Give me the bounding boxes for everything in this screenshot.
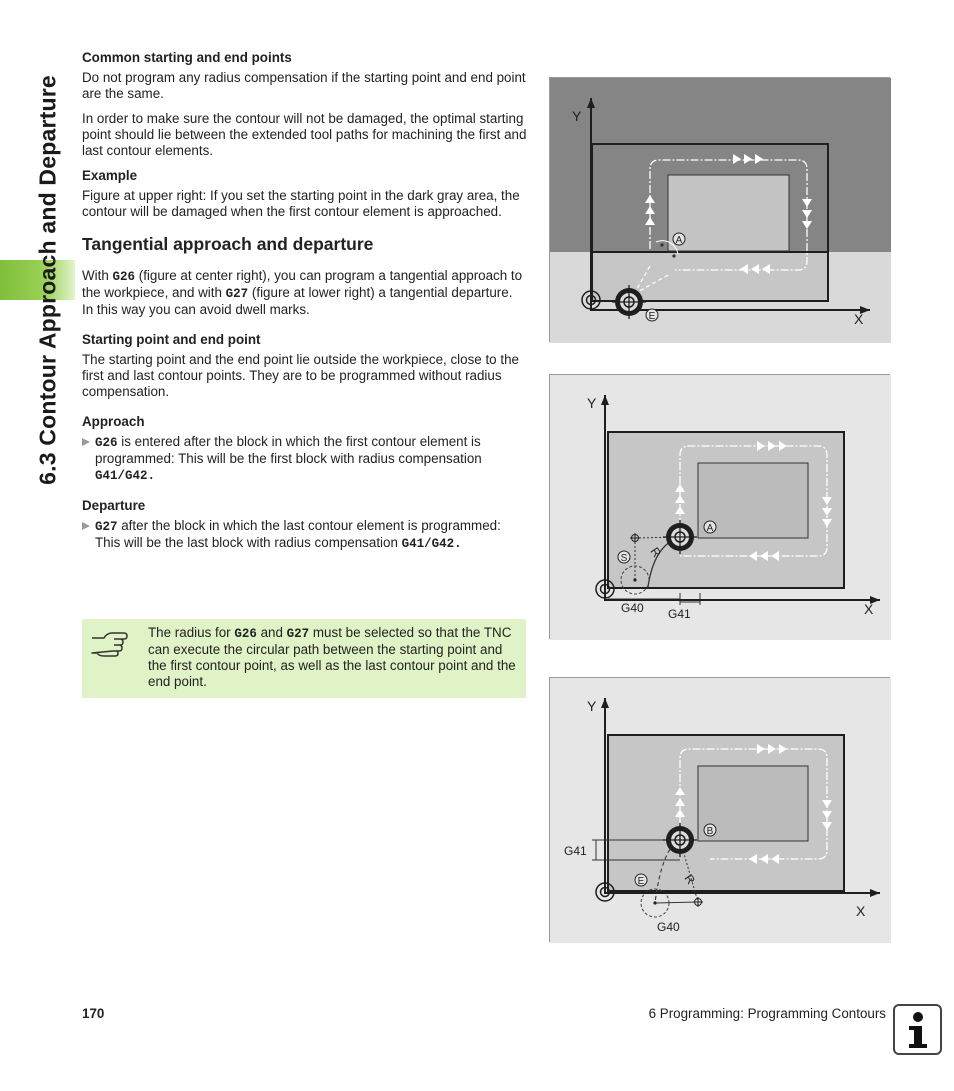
label-g40: G40 <box>657 920 680 934</box>
heading-tangential: Tangential approach and departure <box>82 234 374 254</box>
y-axis-label: Y <box>572 108 582 124</box>
bullet-triangle-icon <box>82 438 90 446</box>
main-text-column: Common starting and end points Do not pr… <box>82 50 527 561</box>
pointing-hand-icon <box>91 632 128 657</box>
figure-common-points: A E Y X <box>549 77 891 343</box>
paragraph-example: Figure at upper right: If you set the st… <box>82 188 520 219</box>
figure-tangential-approach: A S R G40 G41 Y X <box>549 374 891 640</box>
info-icon <box>893 1004 942 1055</box>
heading-departure: Departure <box>82 498 146 513</box>
figure-tangential-departure: B E R G41 G40 Y X <box>549 677 891 943</box>
label-point-a: A <box>676 235 683 246</box>
heading-common-points: Common starting and end points <box>82 50 292 65</box>
paragraph-start-end: The starting point and the end point lie… <box>82 352 519 399</box>
x-axis-label: X <box>864 601 874 617</box>
label-point-s: S <box>621 553 628 564</box>
bullet-approach: G26 is entered after the block in which … <box>82 434 527 484</box>
label-point-e: E <box>649 311 656 322</box>
y-axis-label: Y <box>587 698 597 714</box>
x-axis-label: X <box>856 903 866 919</box>
bullet-triangle-icon <box>82 522 90 530</box>
bullet-departure: G27 after the block in which the last co… <box>82 518 527 552</box>
paragraph-tangential: With G26 (figure at center right), you c… <box>82 268 523 317</box>
x-axis-label: X <box>854 311 864 327</box>
paragraph-common-1: Do not program any radius compensation i… <box>82 70 526 101</box>
label-point-b: B <box>707 826 714 837</box>
heading-approach: Approach <box>82 414 145 429</box>
chapter-tab-marker <box>0 260 75 300</box>
chapter-side-title: 6.3 Contour Approach and Departure <box>34 75 61 485</box>
label-point-e: E <box>638 876 645 887</box>
page-number: 170 <box>82 1006 105 1021</box>
paragraph-common-2: In order to make sure the contour will n… <box>82 111 527 158</box>
y-axis-label: Y <box>587 395 597 411</box>
heading-example: Example <box>82 168 138 183</box>
heading-start-end: Starting point and end point <box>82 332 261 347</box>
label-g41: G41 <box>564 844 587 858</box>
label-g40: G40 <box>621 601 644 615</box>
note-text: The radius for G26 and G27 must be selec… <box>148 625 516 689</box>
label-g41: G41 <box>668 607 691 621</box>
note-box: The radius for G26 and G27 must be selec… <box>82 619 526 698</box>
footer-chapter: 6 Programming: Programming Contours <box>648 1006 886 1021</box>
label-point-a: A <box>707 523 714 534</box>
